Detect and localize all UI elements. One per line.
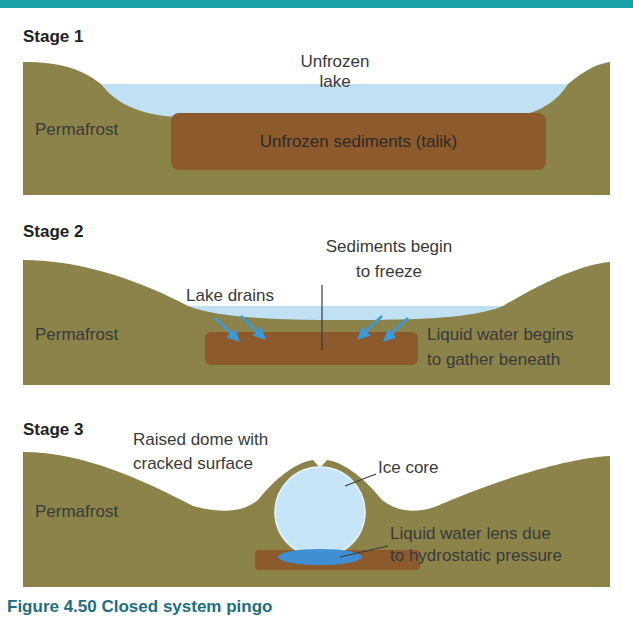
stage-heading: Stage 1 <box>23 27 83 47</box>
label-text: Sediments begin to freeze <box>321 234 457 284</box>
stage-panel: Stage 2 Lake drains Sediments begin to fre… <box>23 222 610 385</box>
leader-line <box>340 546 388 557</box>
leader-line <box>321 285 322 350</box>
label-text: Unfrozen lake <box>285 52 385 92</box>
water-arrow <box>215 318 238 340</box>
leader-line <box>345 474 376 486</box>
ice-core <box>275 467 365 557</box>
stage-heading: Stage 3 <box>23 420 83 440</box>
label-text: Liquid water begins to gather beneath <box>427 322 587 372</box>
permafrost-ground <box>23 260 610 385</box>
label-text: Permafrost <box>35 502 118 522</box>
label-text: Permafrost <box>35 120 118 140</box>
water-arrow <box>241 316 264 338</box>
label-text: Unfrozen sediments (talik) <box>260 132 457 152</box>
pingo-dome <box>23 452 610 587</box>
label-text: Lake drains <box>183 286 277 306</box>
water-lens <box>278 549 362 565</box>
permafrost-ground <box>23 62 610 195</box>
label-text: Permafrost <box>35 325 118 345</box>
label-text: Raised dome with cracked surface <box>133 428 283 476</box>
top-bar <box>0 0 633 8</box>
water-arrow <box>385 318 408 340</box>
label-text: Liquid water lens due to hydrostatic pre… <box>390 523 566 567</box>
figure-caption: Figure 4.50 Closed system pingo <box>7 597 272 617</box>
draining-lake <box>188 306 503 320</box>
water-arrow <box>359 316 382 338</box>
stage-heading: Stage 2 <box>23 222 83 242</box>
label-text: Ice core <box>378 458 438 478</box>
stage-panel: Stage 3 Raised dome with cracked surfaceI… <box>23 420 610 587</box>
freezing-sediments <box>205 332 418 365</box>
talik-box: Unfrozen sediments (talik) <box>171 113 546 170</box>
stage-panel: Stage 1 Unfrozen lakePermafrostUnfrozen s… <box>23 26 610 195</box>
